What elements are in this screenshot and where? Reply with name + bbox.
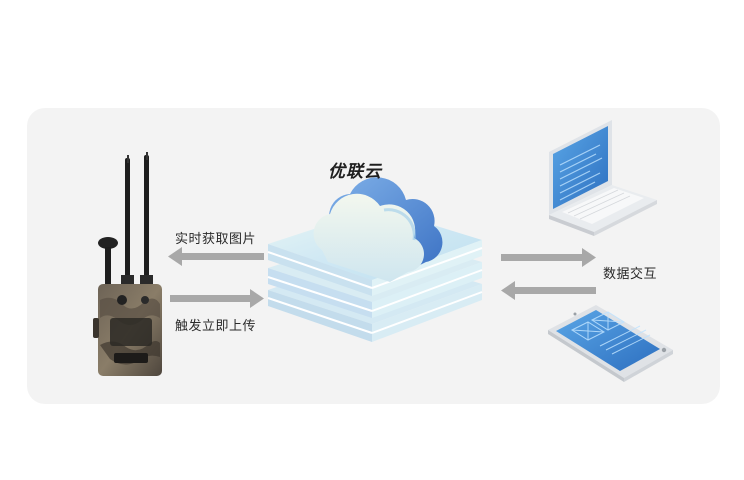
tablet-icon xyxy=(548,305,673,382)
arrow-exchange-in xyxy=(501,281,596,300)
cloud-title: 优联云 xyxy=(328,162,382,182)
cloud-server-icon xyxy=(267,177,483,342)
laptop-icon xyxy=(549,120,657,236)
arrow-exchange-label: 数据交互 xyxy=(603,267,658,282)
camera-trap-icon xyxy=(93,152,162,376)
arrow-realtime-label: 实时获取图片 xyxy=(175,232,257,247)
arrow-realtime xyxy=(168,247,264,266)
arrow-upload-label: 触发立即上传 xyxy=(175,319,257,334)
arrow-exchange-out xyxy=(501,248,596,267)
arrow-upload xyxy=(170,289,264,308)
